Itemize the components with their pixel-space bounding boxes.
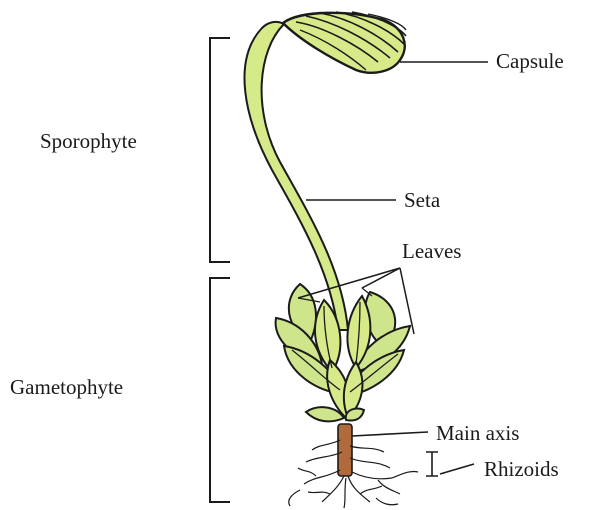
label-seta: Seta	[404, 188, 441, 212]
main-axis-pointer	[352, 432, 428, 436]
label-leaves: Leaves	[402, 239, 461, 263]
seta-stalk	[244, 22, 348, 330]
gametophyte-bracket	[210, 278, 230, 502]
label-capsule: Capsule	[496, 49, 564, 73]
label-rhizoids: Rhizoids	[484, 457, 559, 481]
main-axis-stem	[338, 424, 352, 476]
rhizoids-pointer	[440, 464, 474, 474]
capsule-structure	[283, 12, 406, 73]
sporophyte-bracket	[210, 38, 230, 262]
label-gametophyte: Gametophyte	[10, 375, 123, 399]
label-sporophyte: Sporophyte	[40, 129, 137, 153]
rhizoids-bracket	[426, 452, 438, 476]
label-main-axis: Main axis	[436, 421, 519, 445]
leaf	[346, 408, 364, 420]
rhizoids-cluster	[289, 440, 418, 508]
